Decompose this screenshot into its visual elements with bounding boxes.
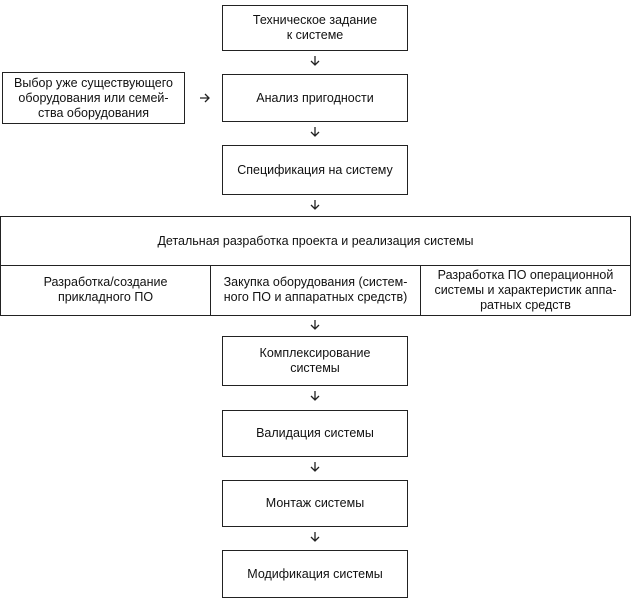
arrow-down-icon [309, 461, 321, 473]
arrow-down-icon [309, 55, 321, 67]
integration-label: Комплексирование системы [259, 346, 371, 375]
arrow-down-icon [309, 126, 321, 138]
detailed-design-block: Детальная разработка проекта и реализаци… [0, 216, 631, 316]
os-software-cell: Разработка ПО операционной системы и хар… [420, 265, 630, 315]
analysis-box: Анализ пригодности [222, 74, 408, 122]
tech-spec-box: Техническое задание к системе [222, 5, 408, 51]
validation-box: Валидация системы [222, 410, 408, 457]
modification-box: Модификация системы [222, 550, 408, 598]
installation-box: Монтаж системы [222, 480, 408, 527]
integration-box: Комплексирование системы [222, 336, 408, 386]
tech-spec-label: Техническое задание к системе [252, 13, 378, 42]
arrow-down-icon [309, 390, 321, 402]
equipment-choice-box: Выбор уже существующего оборудования или… [2, 72, 185, 124]
arrow-down-icon [309, 319, 321, 331]
app-software-label: Разработка/создание прикладного ПО [43, 275, 168, 304]
arrow-down-icon [309, 199, 321, 211]
hardware-procurement-label: Закупка оборудования (систем- ного ПО и … [223, 275, 408, 304]
app-software-cell: Разработка/создание прикладного ПО [1, 265, 210, 315]
modification-label: Модификация системы [247, 566, 383, 581]
installation-label: Монтаж системы [265, 496, 365, 510]
arrow-right-icon [199, 92, 211, 104]
os-software-label: Разработка ПО операционной системы и хар… [434, 267, 617, 312]
hardware-procurement-cell: Закупка оборудования (систем- ного ПО и … [210, 265, 420, 315]
equipment-choice-label: Выбор уже существующего оборудования или… [14, 75, 173, 120]
analysis-label: Анализ пригодности [256, 90, 374, 105]
specification-label: Спецификация на систему [237, 162, 393, 177]
detailed-design-title: Детальная разработка проекта и реализаци… [1, 217, 630, 266]
specification-box: Спецификация на систему [222, 145, 408, 195]
arrow-down-icon [309, 531, 321, 543]
validation-label: Валидация системы [256, 426, 374, 440]
